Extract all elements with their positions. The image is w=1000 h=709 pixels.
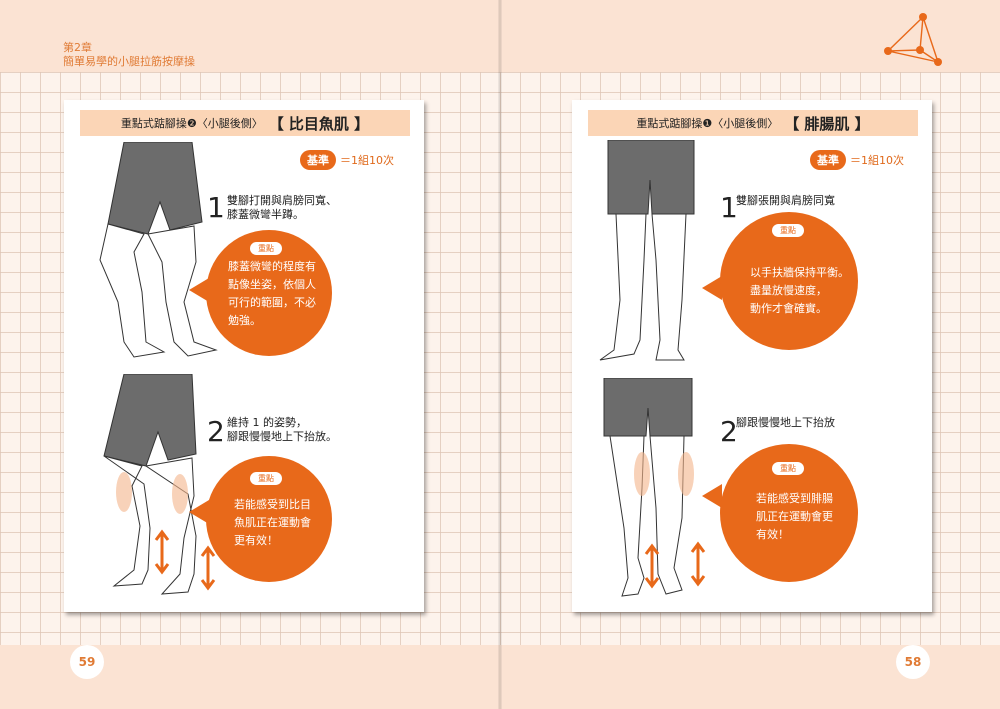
right-point2-bubble: 重點 若能感受到腓腸 肌正在運動會更 有效！ [720, 444, 858, 582]
left-point2-line3: 更有效！ [234, 534, 278, 547]
chapter-header: 第2章 簡單易學的小腿拉筋按摩操 [63, 41, 195, 69]
right-step2-line1: 腳跟慢慢地上下抬放 [736, 416, 835, 429]
right-card-title: 重點式踮腳操❶〈小腿後側〉 【 腓腸肌 】 [588, 110, 918, 136]
right-figure-standing [599, 140, 695, 361]
right-standard-value: ＝1組10次 [850, 154, 904, 167]
book-spine [498, 0, 502, 709]
left-point1-line3: 可行的範圍，不必 [228, 296, 316, 309]
right-point1-tail [702, 276, 722, 300]
right-step1-line1: 雙腳張開與肩膀同寬 [736, 194, 835, 207]
left-figure-squat [99, 142, 218, 358]
right-point1-text: 以手扶牆保持平衡。 盡量放慢速度， 動作才會確實。 [750, 264, 849, 318]
chapter-number: 第2章 [63, 41, 92, 54]
right-point2-line3: 有效！ [756, 528, 789, 541]
right-step2-text: 腳跟慢慢地上下抬放 [736, 416, 835, 430]
left-figure-heel-raise [103, 374, 216, 595]
triangle-logo-icon [884, 13, 942, 66]
left-point2-text: 若能感受到比目 魚肌正在運動會 更有效！ [234, 496, 311, 550]
left-step1-number: 1 [207, 191, 225, 224]
bottom-band [0, 645, 1000, 709]
left-step2-number: 2 [207, 415, 225, 448]
right-exercise-card: 重點式踮腳操❶〈小腿後側〉 【 腓腸肌 】 基準 ＝1組10次 1 雙腳張開與肩… [572, 100, 932, 612]
chapter-subtitle: 簡單易學的小腿拉筋按摩操 [63, 55, 195, 68]
left-point1-bubble: 重點 膝蓋微彎的程度有 點像坐姿，依個人 可行的範圍，不必 勉強。 [206, 230, 332, 356]
left-point2-line1: 若能感受到比目 [234, 498, 311, 511]
left-point1-tail [189, 278, 209, 302]
left-point2-tail [189, 500, 209, 524]
left-card-title: 重點式踮腳操❷〈小腿後側〉 【 比目魚肌 】 [80, 110, 410, 136]
left-point1-text: 膝蓋微彎的程度有 點像坐姿，依個人 可行的範圍，不必 勉強。 [228, 258, 316, 330]
left-title-big: 【 比目魚肌 】 [268, 114, 370, 133]
left-standard: 基準 ＝1組10次 [300, 150, 394, 170]
right-point1-line1: 以手扶牆保持平衡。 [750, 266, 849, 279]
left-point1-line4: 勉強。 [228, 314, 261, 327]
left-step1-line2: 膝蓋微彎半蹲。 [227, 208, 304, 221]
left-step1-line1: 雙腳打開與肩膀同寬、 [227, 194, 337, 207]
left-point2-bubble: 重點 若能感受到比目 魚肌正在運動會 更有效！ [206, 456, 332, 582]
right-step1-number: 1 [720, 191, 738, 224]
left-page-number: 59 [70, 645, 104, 679]
left-step2-text: 維持 1 的姿勢， 腳跟慢慢地上下抬放。 [227, 416, 337, 444]
left-point1-line2: 點像坐姿，依個人 [228, 278, 316, 291]
left-point2-badge: 重點 [250, 472, 282, 485]
right-point2-line2: 肌正在運動會更 [756, 510, 833, 523]
right-standard-badge: 基準 [810, 150, 846, 170]
right-step2-number: 2 [720, 415, 738, 448]
left-exercise-card: 重點式踮腳操❷〈小腿後側〉 【 比目魚肌 】 基準 ＝1組10次 1 雙腳打開與… [64, 100, 424, 612]
left-step2-line2: 腳跟慢慢地上下抬放。 [227, 430, 337, 443]
right-standard: 基準 ＝1組10次 [810, 150, 904, 170]
right-step1-text: 雙腳張開與肩膀同寬 [736, 194, 835, 208]
left-point1-line1: 膝蓋微彎的程度有 [228, 260, 316, 273]
left-point2-line2: 魚肌正在運動會 [234, 516, 311, 529]
right-point1-bubble: 重點 以手扶牆保持平衡。 盡量放慢速度， 動作才會確實。 [720, 212, 858, 350]
right-point2-text: 若能感受到腓腸 肌正在運動會更 有效！ [756, 490, 833, 544]
left-point1-badge: 重點 [250, 242, 282, 255]
right-figure-heel-raise [603, 378, 706, 597]
right-point2-line1: 若能感受到腓腸 [756, 492, 833, 505]
right-page-number: 58 [896, 645, 930, 679]
right-title-big: 【 腓腸肌 】 [784, 114, 870, 133]
left-step2-line1: 維持 1 的姿勢， [227, 416, 307, 429]
right-point2-tail [702, 484, 722, 508]
left-standard-badge: 基準 [300, 150, 336, 170]
right-point1-badge: 重點 [772, 224, 804, 237]
right-title-small: 重點式踮腳操❶〈小腿後側〉 [636, 117, 779, 130]
right-point1-line3: 動作才會確實。 [750, 302, 827, 315]
left-title-small: 重點式踮腳操❷〈小腿後側〉 [120, 117, 263, 130]
right-point1-line2: 盡量放慢速度， [750, 284, 827, 297]
left-standard-value: ＝1組10次 [340, 154, 394, 167]
right-point2-badge: 重點 [772, 462, 804, 475]
left-step1-text: 雙腳打開與肩膀同寬、 膝蓋微彎半蹲。 [227, 194, 337, 222]
top-band [0, 0, 1000, 72]
